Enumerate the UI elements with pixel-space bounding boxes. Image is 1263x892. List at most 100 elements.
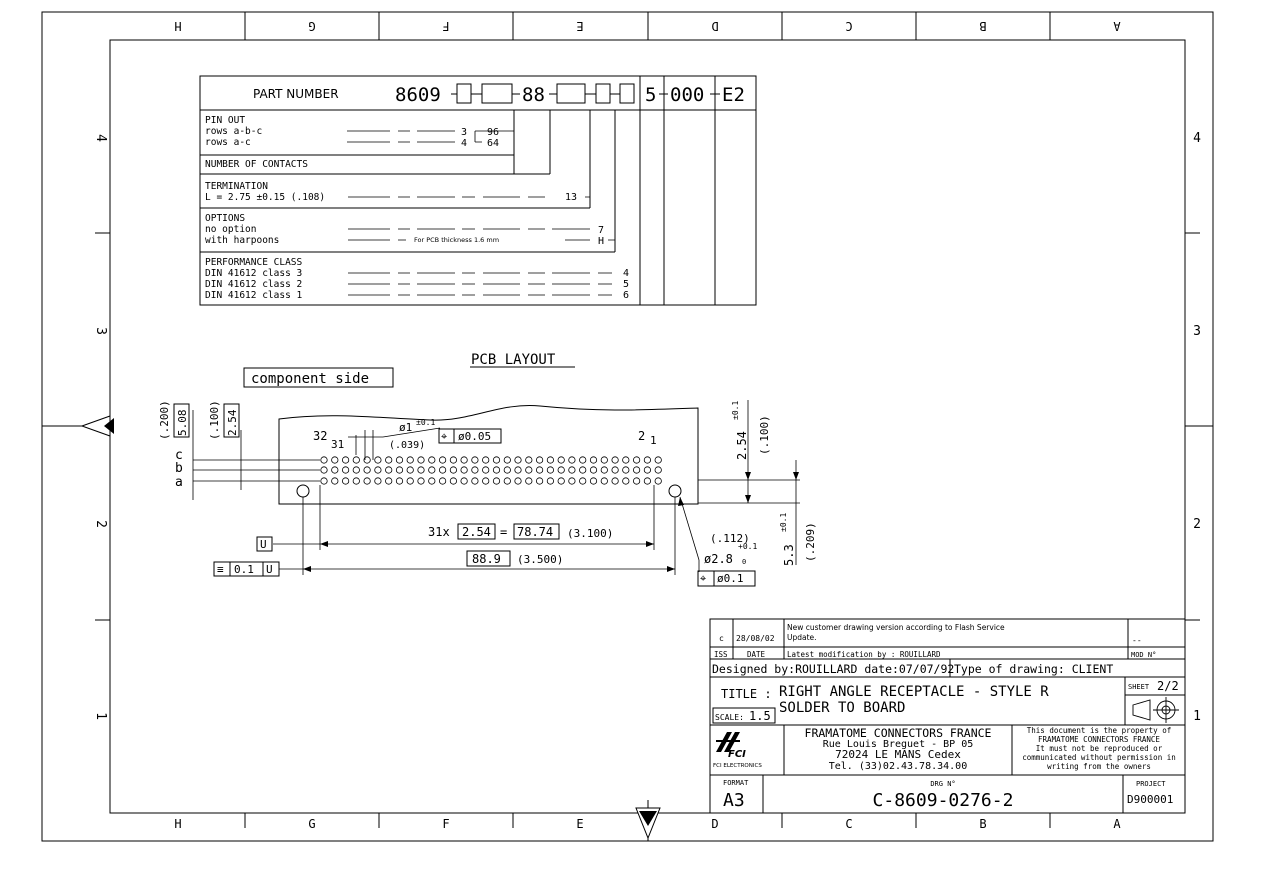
pin-grid [320,456,662,485]
pin-hole [535,477,544,485]
col-top-f: F [442,19,449,33]
company-2: Rue Louis Breguet - BP 05 [823,739,974,750]
pin-hole [525,466,533,474]
drg-value: C-8609-0276-2 [873,790,1014,811]
pitch-total: 78.74 [517,525,553,539]
contacts-title: NUMBER OF CONTACTS [205,159,308,170]
pin-hole [460,466,468,474]
overall: 88.9 [472,552,501,566]
overall-imperial: (3.500) [517,553,563,566]
pin-hole [600,466,608,474]
pin-hole [654,466,662,474]
pin-hole [611,477,619,485]
pin-hole [331,466,339,474]
code-000: 000 [670,84,704,106]
pcb-layout-title: PCB LAYOUT [471,352,556,368]
pin-hole [611,466,619,474]
notice-5: writing from the owners [1047,762,1151,771]
col-bottom-f: F [442,817,449,831]
pin-hole [385,477,393,485]
dim-100: (.100) [208,400,221,440]
pin-hole [546,456,555,464]
options-row-2-label: with harpoons [205,235,279,246]
options-row-2-code: H [598,236,604,247]
rev-desc-2: Update. [787,633,817,642]
dim-254: 2.54 [226,409,239,436]
company-4: Tel. (33)02.43.78.34.00 [829,761,967,772]
project-value: D900001 [1127,793,1173,806]
pin-hole [460,477,468,485]
logo-text: FCI [728,749,746,760]
pin-hole [546,477,555,485]
mount-pos-tol: ø0.1 [717,572,744,585]
title-line-2: SOLDER TO BOARD [779,700,905,716]
pitch-eq: = [500,525,507,539]
col-bottom-b: B [979,817,986,831]
frame-row-labels: 4 3 2 1 4 3 2 1 [93,131,1201,724]
pin-hole [503,456,511,464]
pin-hole [482,466,490,474]
pitch-imperial: (3.100) [567,527,613,540]
col-top-c: C [845,19,852,33]
scale-value: 1.5 [749,709,771,723]
pin-hole [514,466,522,474]
hdr-iss: ISS [714,650,728,659]
hole-position-tol: ø0.05 [458,430,491,443]
pin-1-label: 1 [650,434,657,447]
pin-hole [557,456,565,464]
pin-hole [471,456,479,464]
col-bottom-h: H [174,817,181,831]
pinout-row-1-label: rows a-b-c [205,126,262,137]
pin-hole [579,456,587,464]
code-e2: E2 [722,84,745,106]
sheet-value: 2/2 [1157,679,1179,693]
pinout-row-1-code: 3 [461,127,467,138]
datum-u: U [260,538,267,551]
pin-hole [611,456,619,464]
row-label-c: c [175,448,183,463]
code-88: 88 [522,84,545,106]
pin-hole [546,466,555,474]
pin-hole [622,466,630,474]
title-line-1: RIGHT ANGLE RECEPTACLE - STYLE R [779,684,1049,700]
pin-hole [374,477,382,485]
col-bottom-e: E [576,817,583,831]
title-block: FCI FCI ELECTRONICS c 28/08/02 New custo… [709,618,1186,814]
pinout-row-2-value: 64 [487,138,499,149]
pin-hole [341,477,350,485]
pin-hole [622,456,630,464]
height-tol: ±0.1 [779,513,788,532]
mount-tol2: 0 [742,558,746,566]
pin-hole [363,477,371,485]
col-top-g: G [308,19,315,33]
row-label-a: a [175,475,183,490]
pin-hole [406,466,414,474]
center-arrow-left [80,415,114,437]
code-prefix: 8609 [395,84,441,106]
pin-hole [514,456,522,464]
pin-hole [374,456,382,464]
pin-hole [449,456,457,464]
row-left-4: 4 [93,134,108,142]
row-right-1: 1 [1193,709,1201,724]
pin-hole [449,466,457,474]
pin-hole [492,477,501,485]
pin-hole [482,477,490,485]
col-top-d: D [711,19,718,33]
pin-hole [341,456,350,464]
project-label: PROJECT [1136,780,1166,788]
pin-hole [600,456,608,464]
termination-row-label: L = 2.75 ±0.15 (.108) [205,192,325,203]
pin-hole [331,456,339,464]
performance-row-2-code: 5 [623,279,629,290]
col-top-e: E [576,19,583,33]
pin-hole [632,456,641,464]
flatness-value: 0.1 [234,563,254,576]
pin-hole [438,456,447,464]
pin-hole [568,477,576,485]
pin-hole [320,456,328,464]
logo-sub: FCI ELECTRONICS [713,763,762,769]
pin-hole [417,456,425,464]
performance-row-2-label: DIN 41612 class 2 [205,279,302,290]
row-label-b: b [175,461,183,476]
